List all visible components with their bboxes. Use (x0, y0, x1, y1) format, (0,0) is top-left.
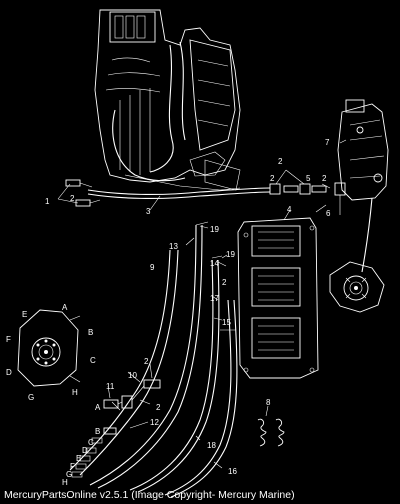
callout-6: 6 (326, 209, 331, 218)
callout-5: 5 (306, 174, 311, 183)
callout-7: 7 (325, 138, 330, 147)
oil-pump-icon (17, 309, 81, 387)
oil-pump-icon (329, 261, 385, 313)
callout-14: 14 (210, 259, 219, 268)
callout-E: E (22, 310, 27, 319)
callout-2: 2 (222, 278, 227, 287)
fuel-connector-icon (71, 437, 103, 478)
callout-19: 19 (226, 250, 235, 259)
callout-13: 13 (169, 242, 178, 251)
callout-A: A (95, 403, 101, 412)
callout-10: 10 (128, 371, 137, 380)
callout-3: 3 (146, 207, 151, 216)
callout-16: 16 (228, 467, 237, 476)
callout-19: 19 (210, 225, 219, 234)
callout-D: D (82, 446, 88, 455)
callout-labels: 1 2 2 3 2 5 2 4 6 7 19 13 9 14 19 17 2 1… (6, 138, 331, 487)
fuel-connector-icon (103, 379, 161, 435)
callout-G: G (66, 470, 72, 479)
callout-F: F (6, 335, 11, 344)
hose-bundle-icon (69, 221, 238, 498)
callout-D: D (6, 368, 12, 377)
oil-reservoir-icon (337, 99, 389, 273)
callout-2: 2 (144, 357, 149, 366)
callout-8: 8 (266, 398, 271, 407)
callout-9: 9 (150, 263, 155, 272)
fuel-connector-icon (65, 179, 101, 207)
fuel-line-3 (87, 187, 271, 195)
callout-18: 18 (207, 441, 216, 450)
callout-B: B (88, 328, 93, 337)
fuel-connector-icon (269, 182, 346, 215)
callout-4: 4 (287, 205, 292, 214)
callout-E: E (76, 454, 81, 463)
callout-2: 2 (270, 174, 275, 183)
callout-2: 2 (70, 194, 75, 203)
callout-2: 2 (156, 403, 161, 412)
callout-15: 15 (222, 318, 231, 327)
leader-lines (57, 139, 347, 469)
callout-F: F (70, 462, 75, 471)
callout-17: 17 (210, 294, 219, 303)
callout-G: G (28, 393, 34, 402)
callout-A: A (62, 303, 68, 312)
callout-H: H (62, 478, 68, 487)
callout-12: 12 (150, 418, 159, 427)
copyright-caption: MercuryPartsOnline v2.5.1 (Image Copyrig… (4, 489, 295, 501)
engine-assembly-icon (94, 9, 241, 191)
callout-11: 11 (106, 382, 115, 391)
callout-1: 1 (45, 197, 50, 206)
callout-2: 2 (278, 157, 283, 166)
callout-H: H (72, 388, 78, 397)
spring-icon (257, 418, 285, 447)
callout-C: C (90, 356, 96, 365)
callout-C: C (88, 438, 94, 447)
callout-2: 2 (322, 174, 327, 183)
callout-B: B (95, 427, 100, 436)
connector-bank-icon (237, 217, 319, 379)
